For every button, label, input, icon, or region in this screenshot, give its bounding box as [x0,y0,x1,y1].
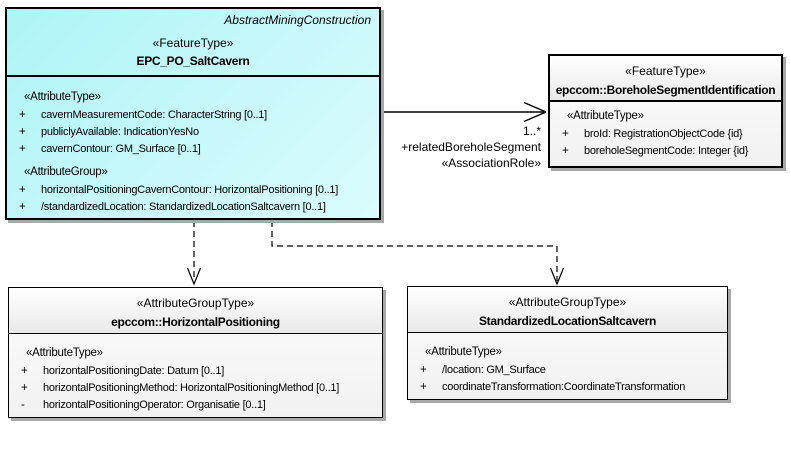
class-header: AbstractMiningConstruction «FeatureType»… [7,9,379,77]
open-arrowhead-icon [186,267,202,286]
attribute-text: horizontalPositioningOperator: Organisat… [43,399,266,411]
class-name: epccom::HorizontalPositioning [111,315,280,329]
visibility-marker: + [19,126,26,138]
attribute-row: + cavernMeasurementCode: CharacterString … [7,107,379,124]
section-label: «AttributeType» [425,346,502,358]
visibility-marker: + [19,143,26,155]
attribute-row: + /standardizedLocation: StandardizedLoca… [7,199,379,216]
section-label: «AttributeType» [24,91,101,103]
class-box-epc-po-saltcavern[interactable]: AbstractMiningConstruction «FeatureType»… [5,7,381,220]
class-attributes: «AttributeType» + cavernMeasurementCode: … [7,77,379,216]
attribute-text: cavernMeasurementCode: CharacterString [… [41,109,267,121]
attribute-row: + horizontalPositioningDate: Datum [0..1] [9,363,382,380]
association-role-name: +relatedBoreholeSegment [401,140,541,154]
class-stereotype: «AttributeGroupType» [508,295,627,309]
association-stereotype: «AssociationRole» [441,156,541,170]
attribute-text: cavernContour: GM_Surface [0..1] [41,143,201,155]
class-stereotype: «FeatureType» [625,64,706,78]
visibility-marker: + [19,201,26,213]
attribute-text: coordinateTransformation:CoordinateTrans… [442,381,686,393]
section-label: «AttributeType» [567,110,644,122]
section-label: «AttributeGroup» [24,166,108,178]
attribute-row: + horizontalPositioningCavernContour: Hor… [7,182,379,199]
class-stereotype: «FeatureType» [152,36,234,50]
association-related-borehole-segment[interactable] [381,101,547,123]
visibility-marker: + [420,364,427,376]
visibility-marker: + [21,382,28,394]
attribute-text: boreholeSegmentCode: Integer {id} [584,145,749,157]
class-header: «AttributeGroupType» epccom::HorizontalP… [9,288,382,334]
class-attributes: «AttributeType» + horizontalPositioningDa… [9,334,382,414]
class-attributes: «AttributeType» + broId: RegistrationObje… [550,102,781,160]
visibility-marker: + [19,109,26,121]
attribute-text: /location: GM_Surface [442,364,546,376]
visibility-marker: + [420,381,427,393]
section-label: «AttributeType» [26,347,103,359]
attribute-row: + horizontalPositioningMethod: Horizontal… [9,380,382,397]
attribute-row: + /location: GM_Surface [408,362,727,379]
class-name: EPC_PO_SaltCavern [136,54,250,68]
attribute-text: horizontalPositioningCavernContour: Hori… [41,184,339,196]
attribute-row: + cavernContour: GM_Surface [0..1] [7,141,379,158]
attribute-text: publiclyAvailable: IndicationYesNo [41,126,199,138]
class-header: «AttributeGroupType» StandardizedLocatio… [408,287,727,333]
visibility-marker: + [562,145,569,157]
attribute-row: + coordinateTransformation:CoordinateTran… [408,379,727,396]
class-box-borehole-segment-identification[interactable]: «FeatureType» epccom::BoreholeSegmentIde… [548,54,783,168]
class-box-standardized-location-saltcavern[interactable]: «AttributeGroupType» StandardizedLocatio… [407,286,728,400]
class-attributes: «AttributeType» + /location: GM_Surface +… [408,333,727,396]
class-stereotype: «AttributeGroupType» [136,296,255,310]
attribute-text: horizontalPositioningDate: Datum [0..1] [43,365,225,377]
attribute-text: horizontalPositioningMethod: HorizontalP… [43,382,340,394]
visibility-marker: + [19,184,26,196]
attribute-row: - horizontalPositioningOperator: Organisa… [9,397,382,414]
attribute-row: + boreholeSegmentCode: Integer {id} [550,143,781,160]
class-name: StandardizedLocationSaltcavern [478,314,657,328]
dependency-arrow-standardized-location[interactable] [271,221,565,286]
parent-class-label: AbstractMiningConstruction [224,13,371,27]
attribute-row: + broId: RegistrationObjectCode {id} [550,126,781,143]
attribute-row: + publiclyAvailable: IndicationYesNo [7,124,379,141]
association-multiplicity: 1..* [522,124,541,138]
class-name: epccom::BoreholeSegmentIdentification [555,83,776,97]
class-box-horizontal-positioning[interactable]: «AttributeGroupType» epccom::HorizontalP… [8,287,383,418]
attribute-text: broId: RegistrationObjectCode {id} [584,128,743,140]
visibility-marker: + [562,128,569,140]
open-arrowhead-icon [523,101,547,123]
open-arrowhead-icon [549,267,565,286]
attribute-text: /standardizedLocation: StandardizedLocat… [41,201,326,213]
dependency-arrow-horizontal-positioning[interactable] [186,221,202,286]
class-header: «FeatureType» epccom::BoreholeSegmentIde… [550,56,781,102]
visibility-marker: + [21,365,28,377]
visibility-marker: - [21,399,25,411]
